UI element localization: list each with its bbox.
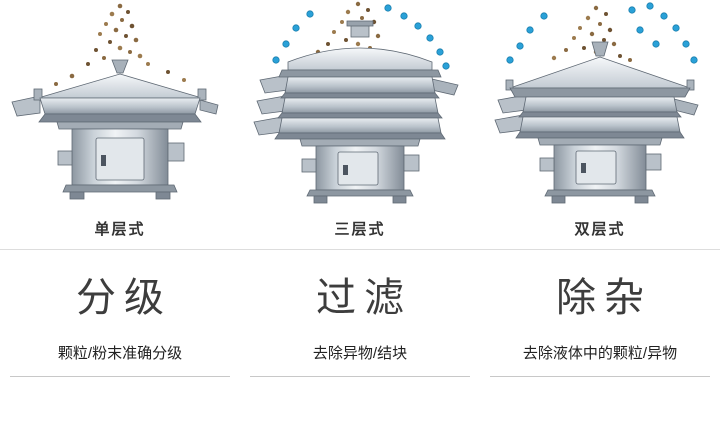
deck-band-3 xyxy=(278,117,442,134)
dome-lid xyxy=(287,47,433,71)
machine-type-label: 三层式 xyxy=(334,221,386,238)
foot-left xyxy=(313,195,328,204)
feature-title: 分级 xyxy=(76,276,172,320)
machine-body xyxy=(11,59,219,200)
outlet-spout-left xyxy=(11,95,41,117)
outlet-spout-3 xyxy=(253,116,283,136)
feature-description: 颗粒/粉末准确分级 xyxy=(9,342,231,377)
machine-illustration-double-layer xyxy=(480,0,720,215)
outlet-spout-2 xyxy=(494,114,524,134)
lid-rim xyxy=(278,69,442,78)
deck-flange-2 xyxy=(277,112,443,119)
feed-funnel xyxy=(591,41,609,57)
double-deck-sieve-drawing xyxy=(494,2,699,204)
deck-band-1 xyxy=(522,96,678,113)
deck-band-2 xyxy=(281,97,439,114)
foot-right xyxy=(392,195,407,204)
base-flange xyxy=(544,189,656,197)
lid-cone xyxy=(509,56,691,89)
inlet-flange xyxy=(346,20,374,27)
motor-mount-right xyxy=(645,153,662,171)
outlet-stub-right xyxy=(199,99,219,115)
side-bracket-left xyxy=(301,158,317,173)
deck-cone-top xyxy=(37,73,203,99)
falling-particles-blue xyxy=(272,4,450,70)
door-handle xyxy=(343,165,348,175)
rim-clip-right xyxy=(686,79,695,91)
feature-title: 除杂 xyxy=(556,276,652,320)
triple-deck-sieve-drawing xyxy=(253,1,459,204)
feature-filtering: 过滤 去除异物/结块 xyxy=(240,276,480,377)
deck-flange-1 xyxy=(518,111,682,118)
single-deck-sieve-drawing xyxy=(11,3,219,200)
outlet-spout-1 xyxy=(497,94,527,114)
deck-band-1 xyxy=(284,76,436,94)
rim-clip-left xyxy=(33,88,43,101)
falling-particles-brown xyxy=(551,5,632,62)
machine-row: 单层式 xyxy=(0,0,720,239)
falling-particles-brown xyxy=(54,3,186,86)
deck-band-2 xyxy=(519,116,681,133)
lid-brim xyxy=(509,87,691,98)
motor-mount-right xyxy=(403,154,420,172)
feature-grading: 分级 颗粒/粉末准确分级 xyxy=(0,276,240,377)
feature-title: 过滤 xyxy=(316,276,412,320)
machine-type-label: 单层式 xyxy=(94,221,146,238)
side-bracket-left xyxy=(539,157,555,172)
side-bracket-left xyxy=(57,150,73,166)
foot-left xyxy=(551,195,566,204)
foot-right xyxy=(155,191,171,200)
rim-clip-right xyxy=(197,88,207,101)
rim-clip-left xyxy=(505,79,514,91)
feature-row: 分级 颗粒/粉末准确分级 过滤 去除异物/结块 除杂 去除液体中的颗粒/异物 xyxy=(0,276,720,377)
motor-mount-right xyxy=(167,142,185,162)
column-triple-layer: 三层式 xyxy=(240,0,480,239)
column-single-layer: 单层式 xyxy=(0,0,240,239)
inspection-door xyxy=(337,151,379,186)
door-handle xyxy=(581,163,586,173)
foot-right xyxy=(634,195,649,204)
deck-flange-3 xyxy=(274,132,446,140)
base-flange xyxy=(306,189,414,197)
deck-flange-1 xyxy=(280,92,440,99)
machine-illustration-triple-layer xyxy=(240,0,480,215)
column-double-layer: 双层式 xyxy=(480,0,720,239)
deck-flange-2 xyxy=(515,131,685,139)
deck-band xyxy=(39,97,201,115)
machine-body xyxy=(253,20,459,204)
door-handle xyxy=(101,155,106,166)
inspection-door xyxy=(575,150,617,185)
machine-body xyxy=(494,41,699,204)
clamp-ring xyxy=(56,121,184,130)
outlet-spout-1 xyxy=(259,74,289,94)
feed-funnel xyxy=(111,59,129,74)
feature-impurity-removal: 除杂 去除液体中的颗粒/异物 xyxy=(480,276,720,377)
feature-description: 去除异物/结块 xyxy=(249,342,471,377)
clamp-ring xyxy=(299,138,421,147)
foot-left xyxy=(69,191,85,200)
base-flange xyxy=(62,184,178,193)
horizontal-divider xyxy=(0,249,720,250)
machine-illustration-single-layer xyxy=(0,0,240,215)
deck-flange xyxy=(38,113,202,123)
outlet-stub-right xyxy=(431,78,459,96)
clamp-ring xyxy=(537,137,663,146)
outlet-spout-2 xyxy=(256,95,286,115)
feature-description: 去除液体中的颗粒/异物 xyxy=(489,342,711,377)
inspection-door xyxy=(95,137,145,181)
falling-particles-blue xyxy=(506,2,698,64)
machine-type-label: 双层式 xyxy=(574,221,626,238)
